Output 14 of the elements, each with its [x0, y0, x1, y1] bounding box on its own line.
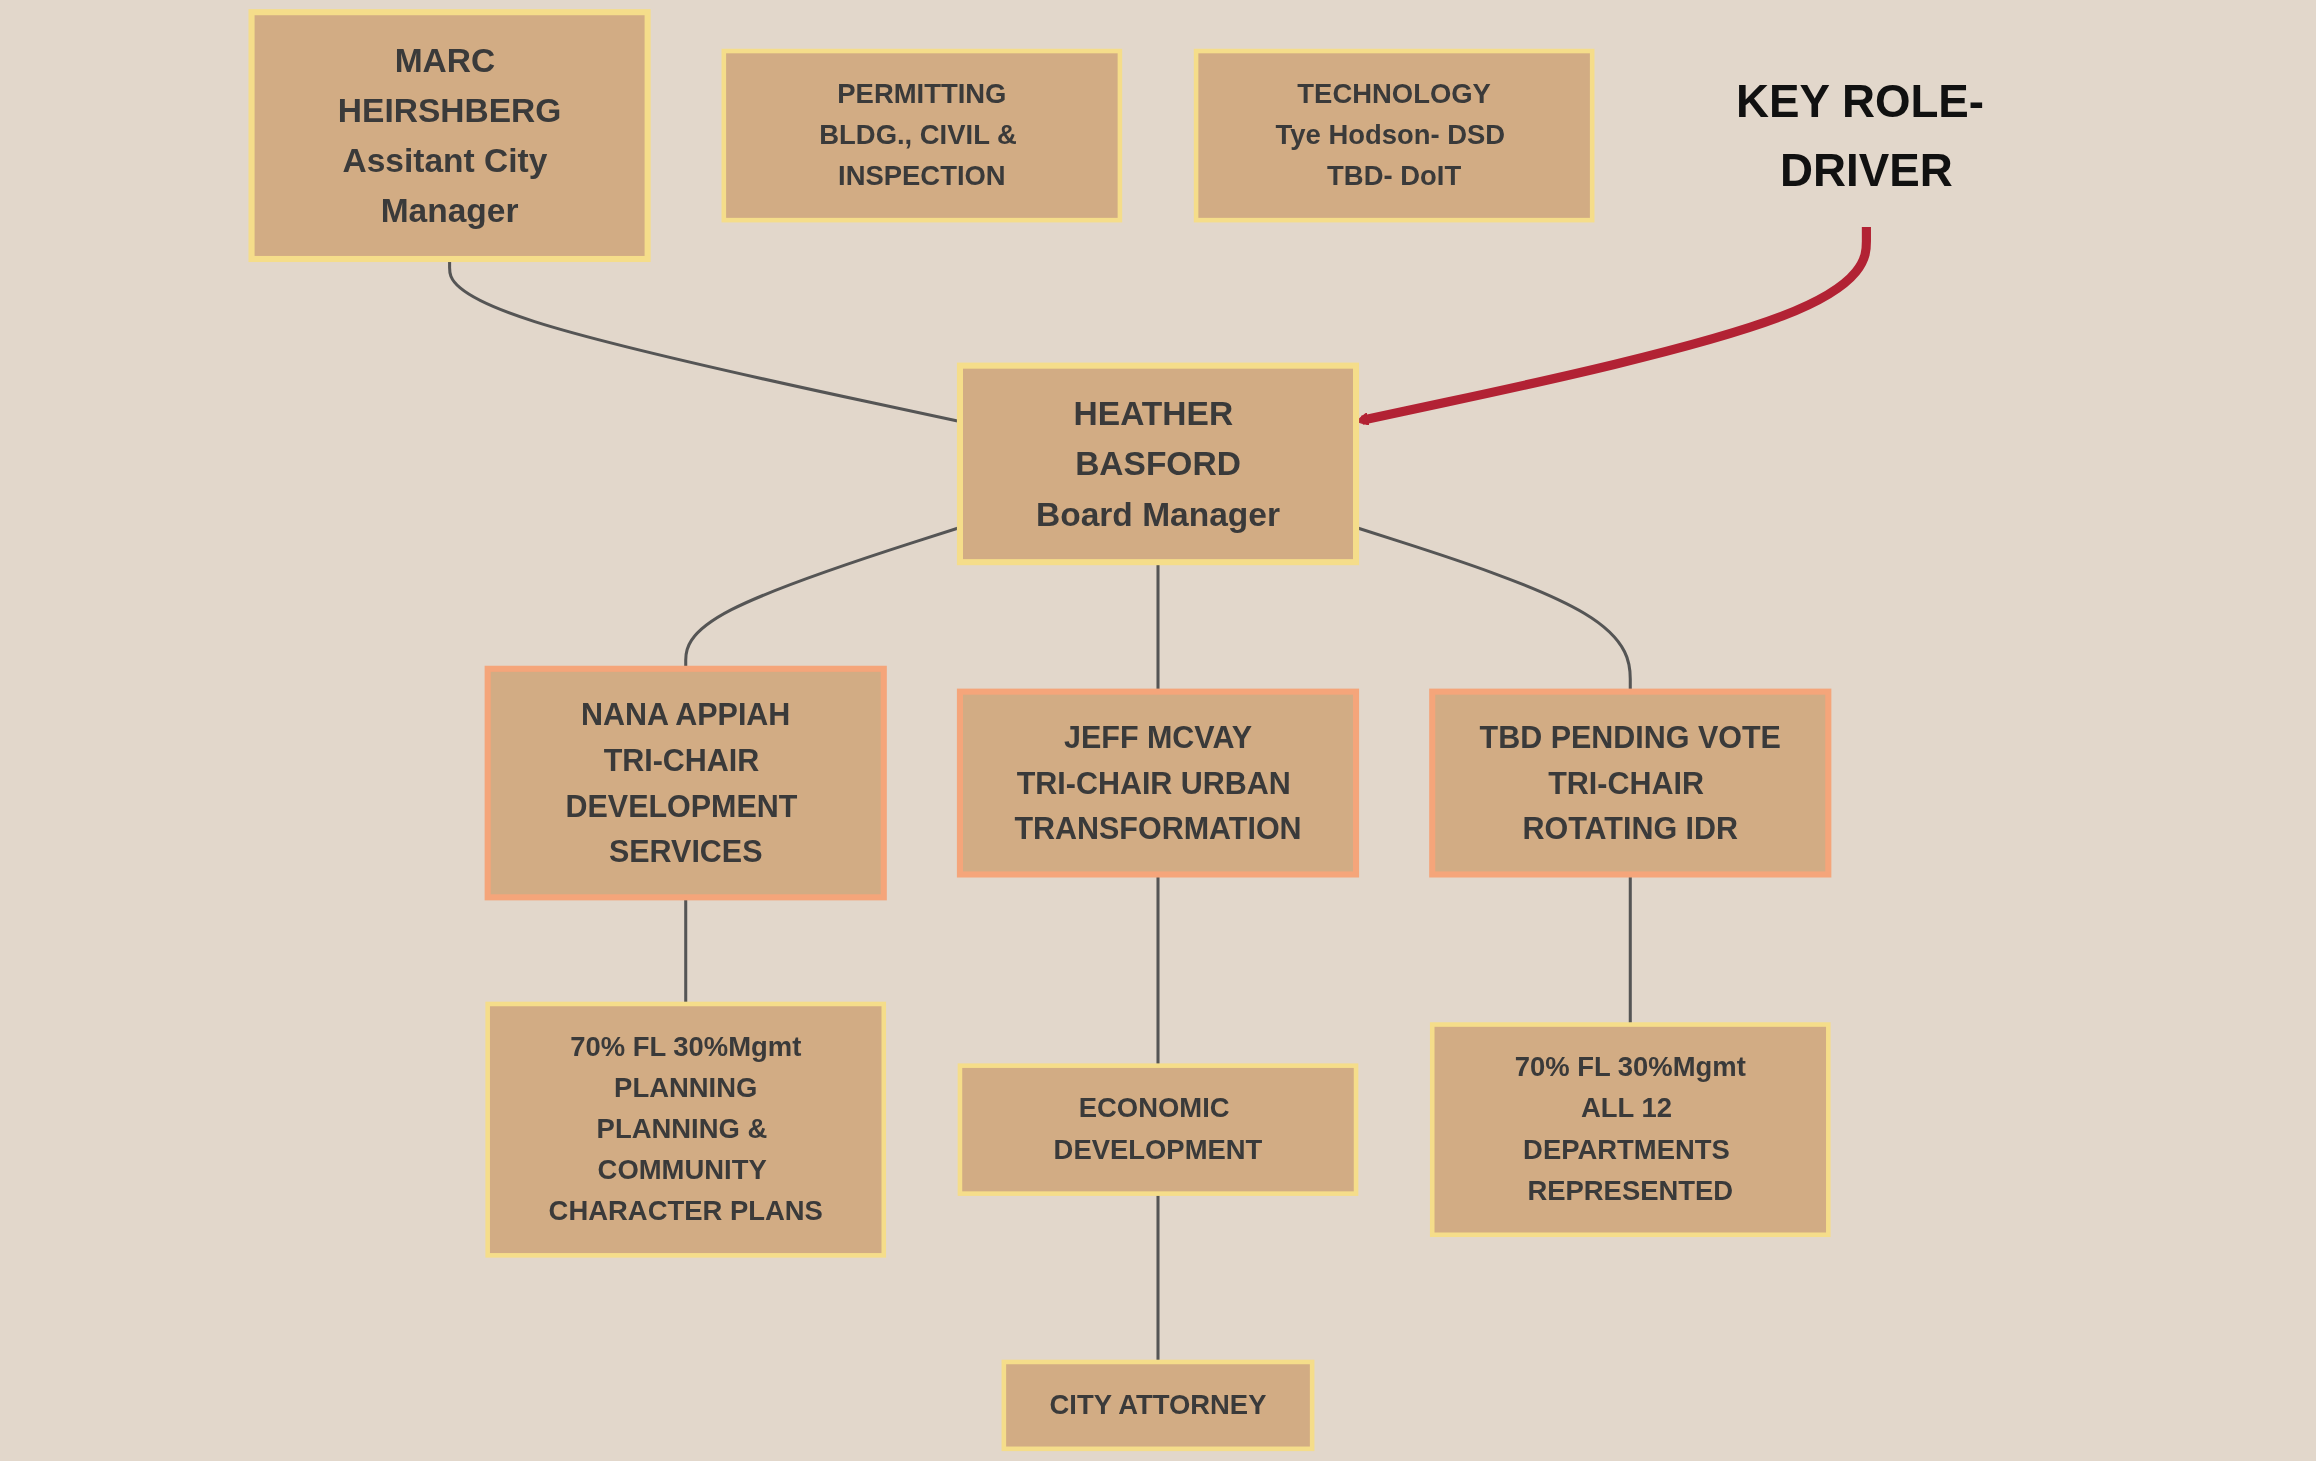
- node-box: ECONOMIC DEVELOPMENT: [957, 1063, 1359, 1196]
- node-box: MARC HEIRSHBERG Assitant City Manager: [248, 9, 651, 263]
- node-box: HEATHER BASFORD Board Manager: [956, 362, 1360, 566]
- connector: [1156, 562, 1160, 692]
- node-box: 70% FL 30%Mgmt PLANNING PLANNING & COMMUNITY CHARACTER PLANS: [485, 1001, 887, 1258]
- node-box: 70% FL 30%Mgmt ALL 12 DEPARTMENTS REPRESENTED: [1429, 1022, 1831, 1238]
- connector: [684, 897, 688, 1004]
- node-box: NANA APPIAH TRI-CHAIR DEVELOPMENT SERVICES: [484, 665, 887, 901]
- node-box: TBD PENDING VOTE TRI-CHAIR ROTATING IDR: [1429, 688, 1832, 878]
- node-box: JEFF MCVAY TRI-CHAIR URBAN TRANSFORMATION: [956, 688, 1360, 878]
- node-text: KEY ROLE- DRIVER: [1736, 76, 1985, 195]
- node-box: PERMITTING BLDG., CIVIL & INSPECTION: [721, 48, 1123, 223]
- node-box: CITY ATTORNEY: [1001, 1359, 1315, 1452]
- node-box: TECHNOLOGY Tye Hodson- DSD TBD- DoIT: [1193, 48, 1595, 223]
